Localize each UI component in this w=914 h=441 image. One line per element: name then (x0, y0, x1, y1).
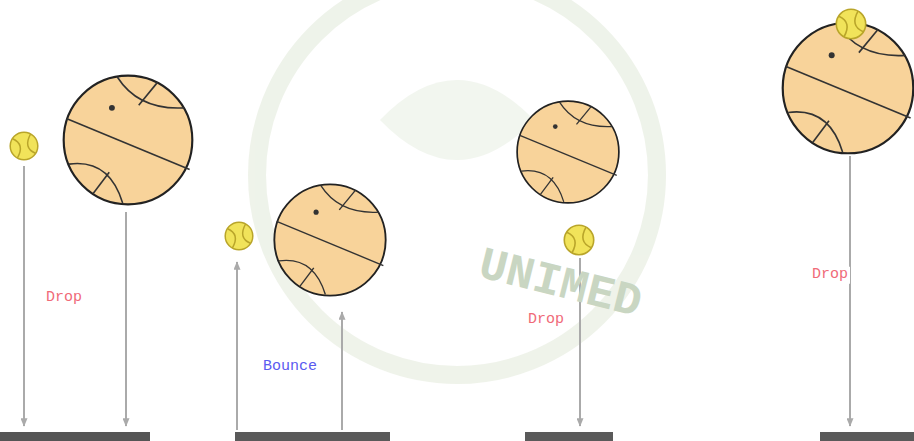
tennis-ball (564, 225, 593, 254)
drop-arrow (23, 166, 25, 426)
basketball (517, 101, 619, 203)
motion-label: Drop (44, 290, 84, 307)
bounce-arrow (341, 312, 343, 430)
motion-label: Drop (526, 312, 566, 329)
balls (10, 9, 913, 295)
watermark-logo (257, 0, 657, 375)
tennis-ball (836, 9, 865, 38)
basketball (64, 76, 193, 205)
bounce-arrow (236, 262, 238, 430)
drop-arrow (849, 156, 851, 426)
motion-label: Bounce (261, 359, 319, 376)
ground-bars (0, 432, 914, 441)
basketball (274, 184, 385, 295)
tennis-ball (225, 222, 253, 250)
motion-label: Drop (810, 267, 850, 284)
basketball (783, 23, 914, 154)
tennis-ball (10, 132, 38, 160)
drop-arrow (125, 212, 127, 426)
